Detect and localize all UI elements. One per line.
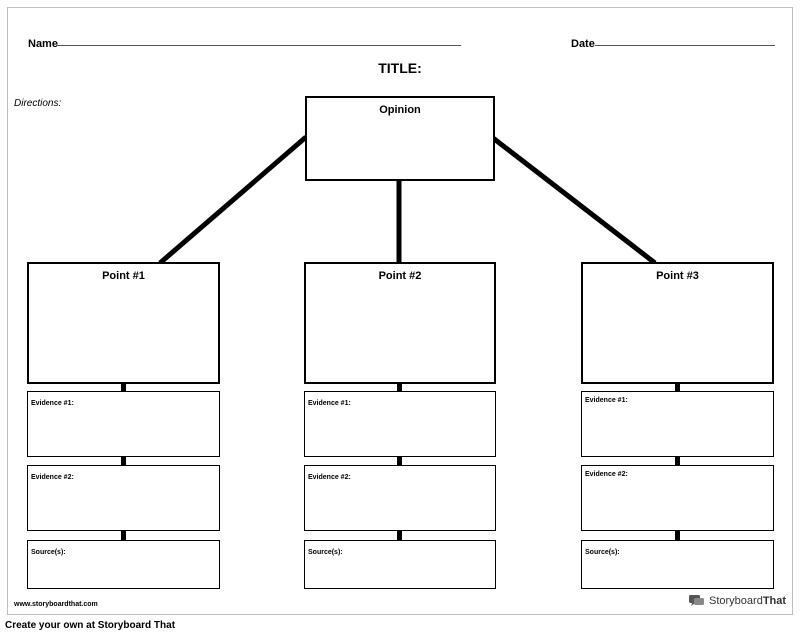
column-2-connector-b xyxy=(397,456,402,466)
point-2-sources-box[interactable]: Source(s): xyxy=(304,540,496,589)
create-your-own-link[interactable]: Create your own at Storyboard That xyxy=(5,620,176,631)
column-1-connector-a xyxy=(121,382,126,392)
point-2-box[interactable]: Point #2 xyxy=(304,262,496,384)
sources-label: Source(s): xyxy=(308,549,343,556)
column-1-connector-c xyxy=(121,530,126,541)
name-label: Name xyxy=(28,38,58,50)
point-2-evidence-1-box[interactable]: Evidence #1: xyxy=(304,391,496,457)
point-1-sources-box[interactable]: Source(s): xyxy=(27,540,220,589)
evidence-1-label: Evidence #1: xyxy=(308,400,351,407)
name-line[interactable] xyxy=(56,45,461,46)
point-3-evidence-1-box[interactable]: Evidence #1: xyxy=(581,391,774,457)
connector-left xyxy=(158,135,308,265)
column-3-connector-a xyxy=(675,382,680,392)
point-3-box[interactable]: Point #3 xyxy=(581,262,774,384)
evidence-2-label: Evidence #2: xyxy=(308,474,351,481)
point-2-label: Point #2 xyxy=(378,270,422,282)
opinion-label: Opinion xyxy=(379,104,421,116)
date-label: Date xyxy=(571,38,595,50)
point-1-evidence-2-box[interactable]: Evidence #2: xyxy=(27,465,220,531)
column-3-connector-c xyxy=(675,530,680,541)
point-1-label: Point #1 xyxy=(102,270,145,282)
point-3-label: Point #3 xyxy=(656,270,699,282)
point-3-evidence-2-box[interactable]: Evidence #2: xyxy=(581,465,774,531)
point-2-evidence-2-box[interactable]: Evidence #2: xyxy=(304,465,496,531)
opinion-box[interactable]: Opinion xyxy=(305,96,495,181)
evidence-2-label: Evidence #2: xyxy=(31,474,74,481)
point-1-box[interactable]: Point #1 xyxy=(27,262,220,384)
speech-bubble-icon xyxy=(689,595,704,606)
point-1-evidence-1-box[interactable]: Evidence #1: xyxy=(27,391,220,457)
column-2-connector-a xyxy=(397,382,402,392)
storyboardthat-logo[interactable]: StoryboardThat xyxy=(688,594,786,608)
evidence-1-label: Evidence #1: xyxy=(31,400,74,407)
page-title: TITLE: xyxy=(378,60,422,76)
sources-label: Source(s): xyxy=(31,549,66,556)
column-2-connector-c xyxy=(397,530,402,541)
sources-label: Source(s): xyxy=(585,549,620,556)
point-3-sources-box[interactable]: Source(s): xyxy=(581,540,774,589)
directions-label: Directions: xyxy=(14,98,62,109)
column-3-connector-b xyxy=(675,456,680,466)
column-1-connector-b xyxy=(121,456,126,466)
connector-right xyxy=(491,136,657,265)
date-line[interactable] xyxy=(595,45,775,46)
logo-text: StoryboardThat xyxy=(709,595,787,607)
footer-url[interactable]: www.storyboardthat.com xyxy=(14,601,98,608)
evidence-2-label: Evidence #2: xyxy=(585,471,628,478)
evidence-1-label: Evidence #1: xyxy=(585,397,628,404)
